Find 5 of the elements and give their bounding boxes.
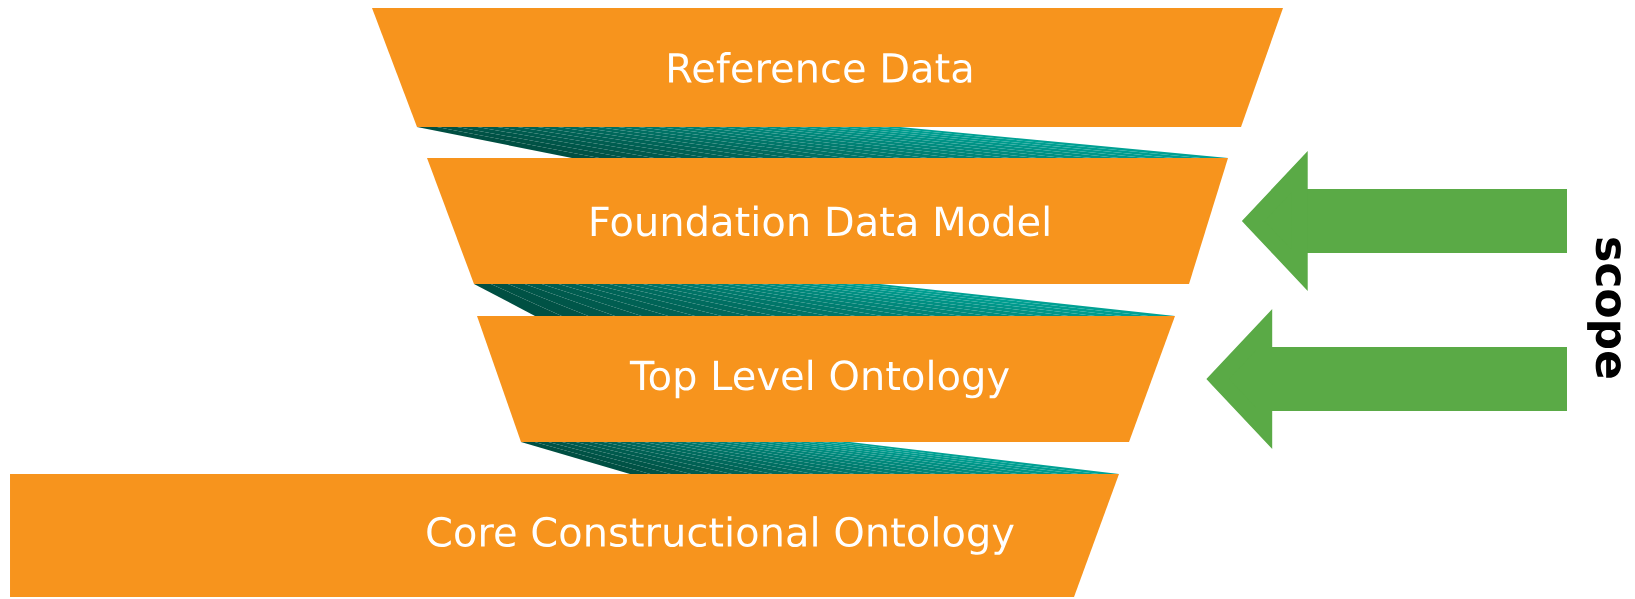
band: Top Level Ontology — [477, 316, 1175, 442]
scope-label: scope — [1587, 238, 1621, 378]
band: Core Constructional Ontology — [10, 474, 1119, 597]
band: Foundation Data Model — [427, 158, 1228, 284]
band: Reference Data — [372, 8, 1283, 127]
